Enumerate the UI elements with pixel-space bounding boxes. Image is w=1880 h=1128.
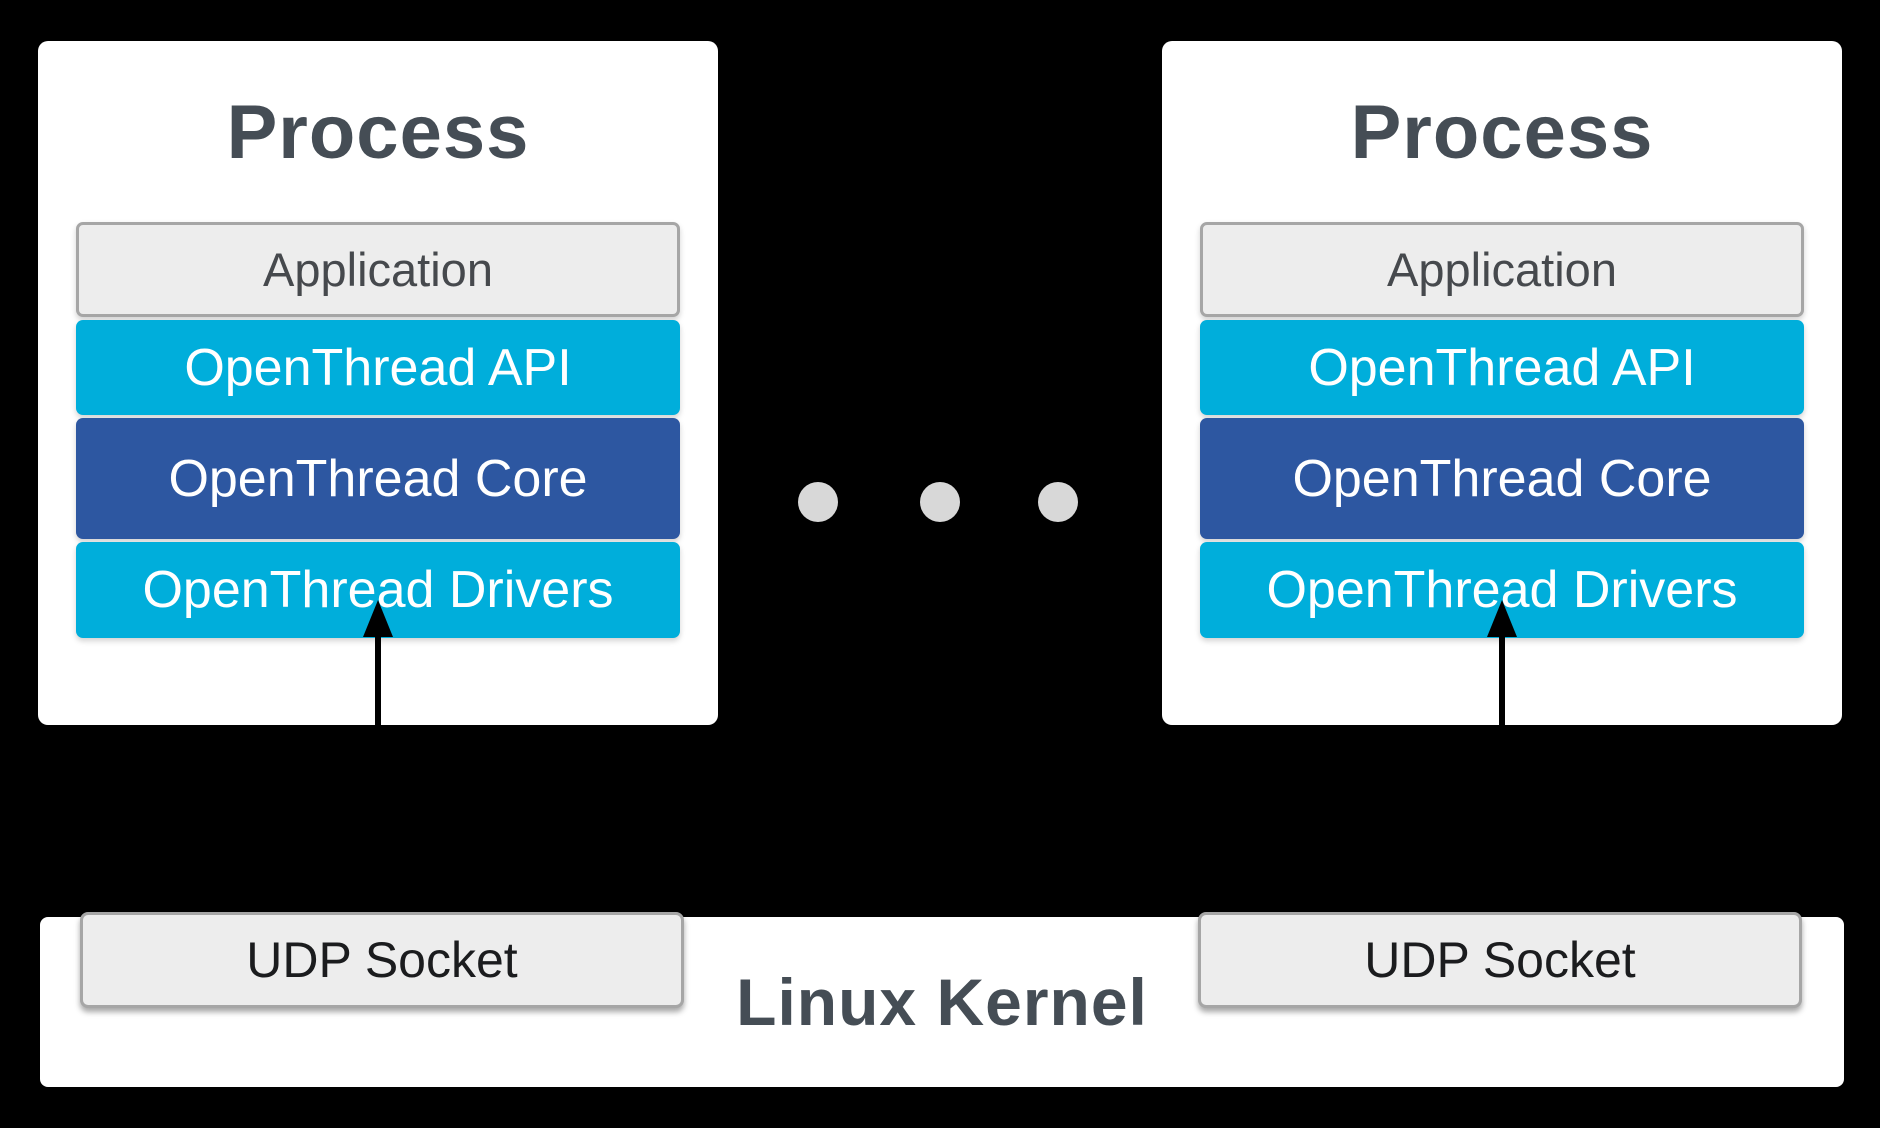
layer-openthread-drivers: OpenThread Drivers [1200,542,1804,638]
layer-openthread-core: OpenThread Core [76,418,680,539]
layer-label: OpenThread Core [168,449,588,508]
process-title: Process [226,90,530,175]
layer-stack-left: Application OpenThread API OpenThread Co… [76,222,680,641]
process-title: Process [1350,90,1654,175]
udp-socket-right: UDP Socket [1198,912,1802,1008]
linux-kernel-label: Linux Kernel [736,965,1148,1039]
layer-openthread-api: OpenThread API [1200,320,1804,415]
ellipsis-dot [920,482,960,522]
udp-socket-label: UDP Socket [246,932,518,988]
arrow-shaft [1499,635,1505,725]
layer-label: OpenThread Core [1292,449,1712,508]
arrow-shaft [375,635,381,725]
layer-application: Application [1200,222,1804,317]
arrow-head [363,600,393,637]
udp-socket-label: UDP Socket [1364,932,1636,988]
layer-label: Application [263,243,493,296]
layer-openthread-core: OpenThread Core [1200,418,1804,539]
udp-socket-left: UDP Socket [80,912,684,1008]
arrow-head [1487,600,1517,637]
ellipsis-dot [1038,482,1078,522]
layer-application: Application [76,222,680,317]
layer-openthread-api: OpenThread API [76,320,680,415]
layer-stack-right: Application OpenThread API OpenThread Co… [1200,222,1804,641]
layer-label: OpenThread API [1308,338,1696,397]
layer-label: OpenThread API [184,338,572,397]
layer-label: Application [1387,243,1617,296]
process-box-right: Process Application OpenThread API OpenT… [1162,41,1842,725]
process-box-left: Process Application OpenThread API OpenT… [38,41,718,725]
ellipsis-dot [798,482,838,522]
